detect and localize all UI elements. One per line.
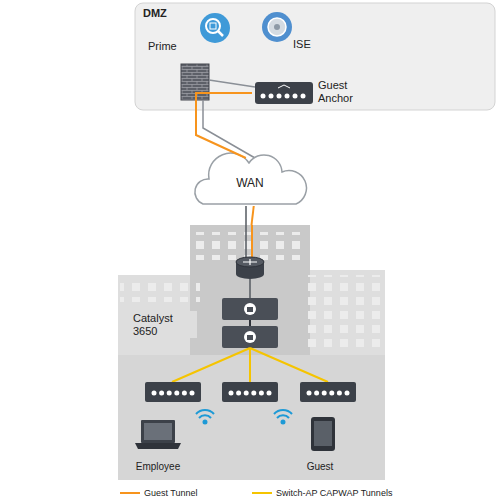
node-label: Guest (290, 461, 350, 473)
building-node: Catalyst 3650Employee Guest (118, 225, 385, 482)
cloud-node: WAN (195, 158, 308, 206)
access-points (145, 382, 356, 402)
node-label: Employee (128, 461, 188, 473)
switch-stack (222, 298, 278, 348)
router-icon (236, 257, 264, 279)
legend-swatch (252, 492, 272, 494)
building (118, 225, 385, 480)
wan-cloud (195, 153, 307, 204)
guest-tunnel-connector (252, 206, 254, 225)
capwap-tunnel-line (172, 348, 328, 382)
prime-icon (200, 13, 230, 43)
legend-text: Guest Tunnel (144, 488, 198, 498)
dmz-panel (135, 3, 495, 110)
guest-tunnel-line (251, 225, 253, 260)
dmz-zone: DMZ Prime ISE Guest Anchor (135, 3, 495, 110)
ise-icon (262, 12, 292, 42)
link-line (209, 80, 255, 87)
node-label: ISE (293, 38, 311, 51)
node-label: DMZ (143, 7, 167, 20)
node-label: Guest Anchor (318, 79, 366, 104)
node-label: Catalyst 3650 (131, 311, 197, 338)
guest-anchor-device (255, 82, 313, 104)
link-line (245, 206, 247, 260)
wifi-symbol (196, 410, 292, 424)
server-node: ISE (260, 10, 322, 53)
device-node: Guest Anchor (252, 78, 374, 110)
tablet-icon (311, 417, 335, 451)
client-node: Guest (290, 412, 353, 475)
client-node: Employee (128, 412, 191, 475)
legend-swatch (120, 492, 140, 494)
node-label: Prime (148, 40, 177, 53)
guest-tunnel-connector (196, 93, 252, 158)
link-line (249, 279, 251, 298)
laptop-icon (135, 420, 181, 449)
legend-text: Switch-AP CAPWAP Tunnels (276, 488, 392, 498)
node-label: WAN (195, 177, 305, 191)
